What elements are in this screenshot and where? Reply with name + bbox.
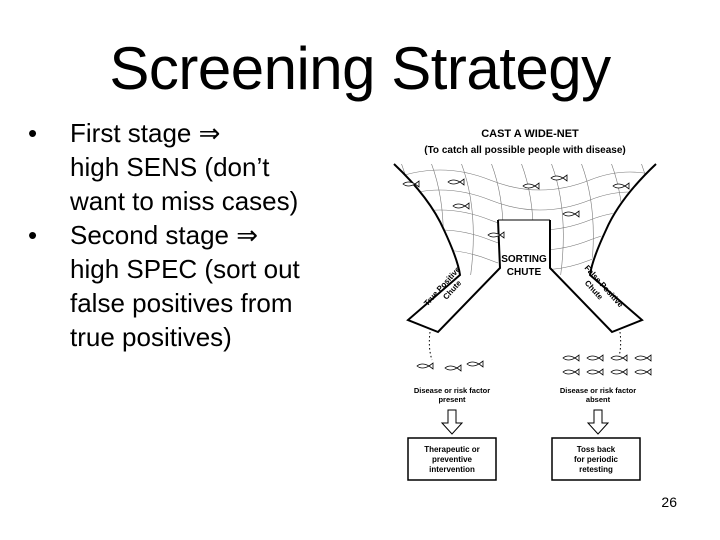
bullet-line: true positives) (70, 322, 232, 352)
screening-funnel-diagram: CAST A WIDE-NET (To catch all possible p… (393, 128, 657, 481)
left-caption-line1: Disease or risk factor (414, 386, 490, 395)
false-positive-chute-label: False Positive Chute (583, 263, 626, 309)
bullet-line: Second stage ⇒ (70, 220, 259, 250)
dotted-path (428, 331, 433, 361)
down-arrow-left (440, 409, 464, 435)
right-caption-line2: absent (586, 395, 611, 404)
fish-true-positive (416, 360, 484, 372)
retesting-box-line: Toss back (577, 445, 616, 454)
bullet-first-stage: • First stage ⇒ high SENS (don’t want to… (28, 116, 388, 218)
figure-header-line2: (To catch all possible people with disea… (424, 145, 626, 156)
bullet-line: high SPEC (sort out (70, 254, 300, 284)
sorting-chute-label-line1: SORTING (501, 254, 547, 265)
fish-in-net (402, 174, 630, 239)
slide-number: 26 (661, 494, 677, 510)
retesting-box-line: for periodic (574, 455, 619, 464)
retesting-box-line: retesting (579, 465, 613, 474)
bullet-list: • First stage ⇒ high SENS (don’t want to… (28, 116, 388, 354)
bullet-line: high SENS (don’t (70, 152, 270, 182)
intervention-box (407, 437, 497, 481)
intervention-box-line: Therapeutic or (424, 445, 480, 454)
left-caption-line2: present (438, 395, 466, 404)
funnel-outline (393, 163, 502, 334)
bullet-marker: • (28, 118, 38, 148)
slide-title: Screening Strategy (109, 35, 611, 102)
bullet-line: want to miss cases) (70, 186, 299, 216)
right-caption-line1: Disease or risk factor (560, 386, 636, 395)
sorting-chute-label-line2: CHUTE (507, 267, 542, 278)
bullet-marker: • (28, 220, 38, 250)
down-arrow-right (586, 409, 610, 435)
bullet-line: false positives from (70, 288, 293, 318)
intervention-box-line: preventive (432, 455, 473, 464)
funnel-outline (549, 163, 657, 334)
bullet-line: First stage ⇒ (70, 118, 221, 148)
figure-header-line1: CAST A WIDE-NET (481, 128, 579, 140)
intervention-box-line: intervention (429, 465, 475, 474)
fish-false-positive (562, 354, 652, 376)
retesting-box (551, 437, 641, 481)
bullet-second-stage: • Second stage ⇒ high SPEC (sort out fal… (28, 218, 388, 354)
